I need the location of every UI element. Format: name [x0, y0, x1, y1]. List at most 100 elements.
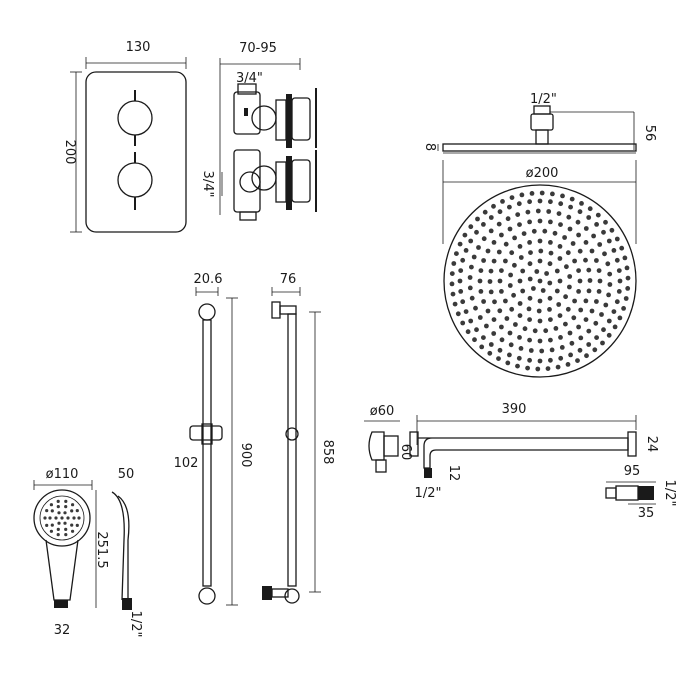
head-nozzle: [491, 258, 497, 264]
head-nozzle: [606, 238, 612, 244]
head-nozzle: [492, 299, 497, 305]
head-nozzle: [475, 216, 480, 222]
head-nozzle: [497, 347, 503, 353]
head-nozzle: [623, 296, 629, 301]
valve-top-handle: [117, 100, 153, 136]
head-nozzle: [499, 337, 505, 343]
head-nozzle: [512, 235, 517, 241]
head-nozzle: [586, 328, 592, 334]
head-nozzle: [450, 291, 456, 297]
head-nozzle: [564, 264, 569, 270]
head-nozzle: [522, 326, 528, 332]
head-nozzle: [575, 358, 580, 363]
head-nozzle: [572, 298, 577, 304]
head-nozzle: [576, 232, 581, 238]
head-nozzle: [562, 235, 567, 240]
head-nozzle: [484, 323, 489, 329]
head-nozzle: [499, 268, 504, 273]
head-nozzle: [488, 268, 494, 274]
handset-nozzle: [70, 523, 74, 527]
head-nozzle: [606, 318, 612, 324]
handset-nozzle: [72, 516, 76, 520]
detail-nut-label: 35: [638, 506, 655, 521]
head-nozzle: [477, 315, 483, 320]
handset-nozzle: [45, 523, 49, 528]
handset-nozzle: [56, 499, 60, 503]
head-nozzle: [557, 244, 563, 249]
head-nozzle: [557, 256, 563, 261]
head-nozzle: [597, 242, 603, 247]
head-nozzle: [566, 214, 572, 220]
valve-height-label: 200: [62, 140, 77, 165]
head-nozzle: [509, 306, 515, 312]
head-nozzle: [457, 241, 463, 247]
head-nozzle: [565, 306, 571, 312]
handset-handle-label: 32: [54, 623, 71, 638]
head-nozzle: [594, 258, 599, 263]
head-nozzle: [616, 268, 622, 273]
head-nozzle: [509, 250, 515, 256]
arm-flange-label: ø60: [370, 404, 395, 419]
head-nozzle: [460, 320, 466, 326]
head-nozzle: [468, 238, 474, 244]
head-nozzle: [499, 289, 504, 294]
head-nozzle: [548, 357, 553, 363]
head-nozzle: [517, 335, 522, 340]
head-nozzle: [535, 366, 541, 372]
handset-nozzle: [43, 516, 47, 520]
head-nozzle: [457, 278, 463, 284]
head-nozzle: [603, 302, 609, 308]
handset-face: [33, 489, 91, 547]
riser-rail-side: 76 858: [262, 272, 335, 604]
head-nozzle: [507, 330, 513, 336]
valve-height-dimension: 200: [62, 71, 82, 233]
head-nozzle: [560, 193, 565, 199]
head-nozzle: [565, 362, 571, 367]
head-nozzle: [596, 268, 602, 273]
head-nozzle: [488, 215, 494, 220]
head-nozzle: [518, 346, 524, 351]
valve-bottom-handle: [117, 162, 153, 198]
head-nozzle: [556, 211, 562, 217]
head-nozzle: [612, 324, 618, 330]
head-nozzle: [586, 215, 592, 220]
head-nozzle: [563, 294, 568, 300]
head-nozzle: [531, 286, 536, 291]
head-nozzle: [597, 278, 603, 284]
head-nozzle: [515, 363, 520, 369]
handset-nozzle: [57, 521, 61, 525]
valve-side-view: 70-95 3/4" 3/4": [200, 41, 317, 221]
head-nozzle: [579, 201, 584, 206]
head-nozzle: [481, 258, 486, 263]
head-nozzle: [477, 278, 483, 284]
head-nozzle: [487, 279, 493, 284]
head-nozzle: [503, 258, 508, 264]
head-nozzle: [555, 364, 561, 370]
head-nozzle: [614, 257, 620, 263]
handset: ø110 32 50 251.5 1/2": [33, 467, 143, 638]
head-nozzle: [468, 224, 474, 230]
head-nozzle: [550, 191, 555, 197]
head-nozzle: [505, 360, 511, 366]
head-nozzle: [458, 289, 464, 294]
head-nozzle: [458, 268, 464, 273]
head-nozzle: [496, 356, 501, 361]
head-nozzle: [527, 295, 533, 301]
head-nozzle: [507, 283, 513, 288]
handset-nozzle: [66, 516, 70, 520]
head-nozzle: [527, 199, 532, 205]
head-nozzle: [496, 221, 502, 227]
head-nozzle: [500, 199, 505, 204]
rail-tube-label: 20.6: [194, 272, 223, 287]
handset-nozzle: [49, 529, 54, 533]
head-nozzle: [576, 324, 581, 330]
head-nozzle: [621, 306, 626, 311]
head-nozzle: [595, 212, 601, 218]
head-nozzle: [568, 352, 573, 358]
head-nozzle: [512, 262, 517, 268]
head-nozzle: [609, 227, 615, 233]
head-nozzle: [460, 299, 466, 305]
head-nozzle: [577, 248, 583, 254]
head-nozzle: [485, 308, 491, 314]
handset-nozzle: [56, 533, 60, 537]
